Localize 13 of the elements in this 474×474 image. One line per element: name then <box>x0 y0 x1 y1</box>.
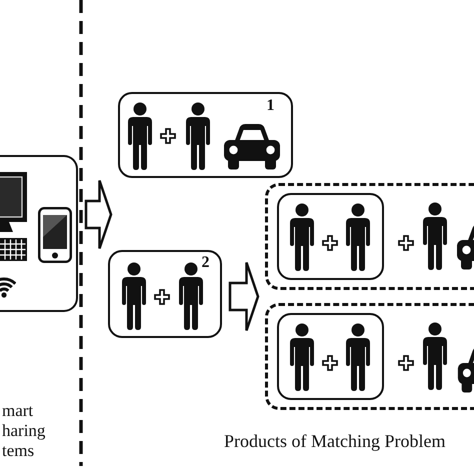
callout-number: 1 <box>266 98 274 114</box>
block-arrow <box>84 179 112 250</box>
match-card <box>118 92 293 178</box>
pair-card <box>277 193 384 280</box>
dashed-group <box>265 303 474 410</box>
devices-panel <box>0 155 78 312</box>
block-arrow <box>228 261 260 332</box>
panel-caption: Products of Matching Problem <box>224 430 446 452</box>
dashed-group <box>265 183 474 290</box>
panel-caption: mart haring tems <box>2 401 46 461</box>
match-card <box>108 250 222 338</box>
callout-number: 2 <box>202 254 210 270</box>
pair-card <box>277 313 384 400</box>
